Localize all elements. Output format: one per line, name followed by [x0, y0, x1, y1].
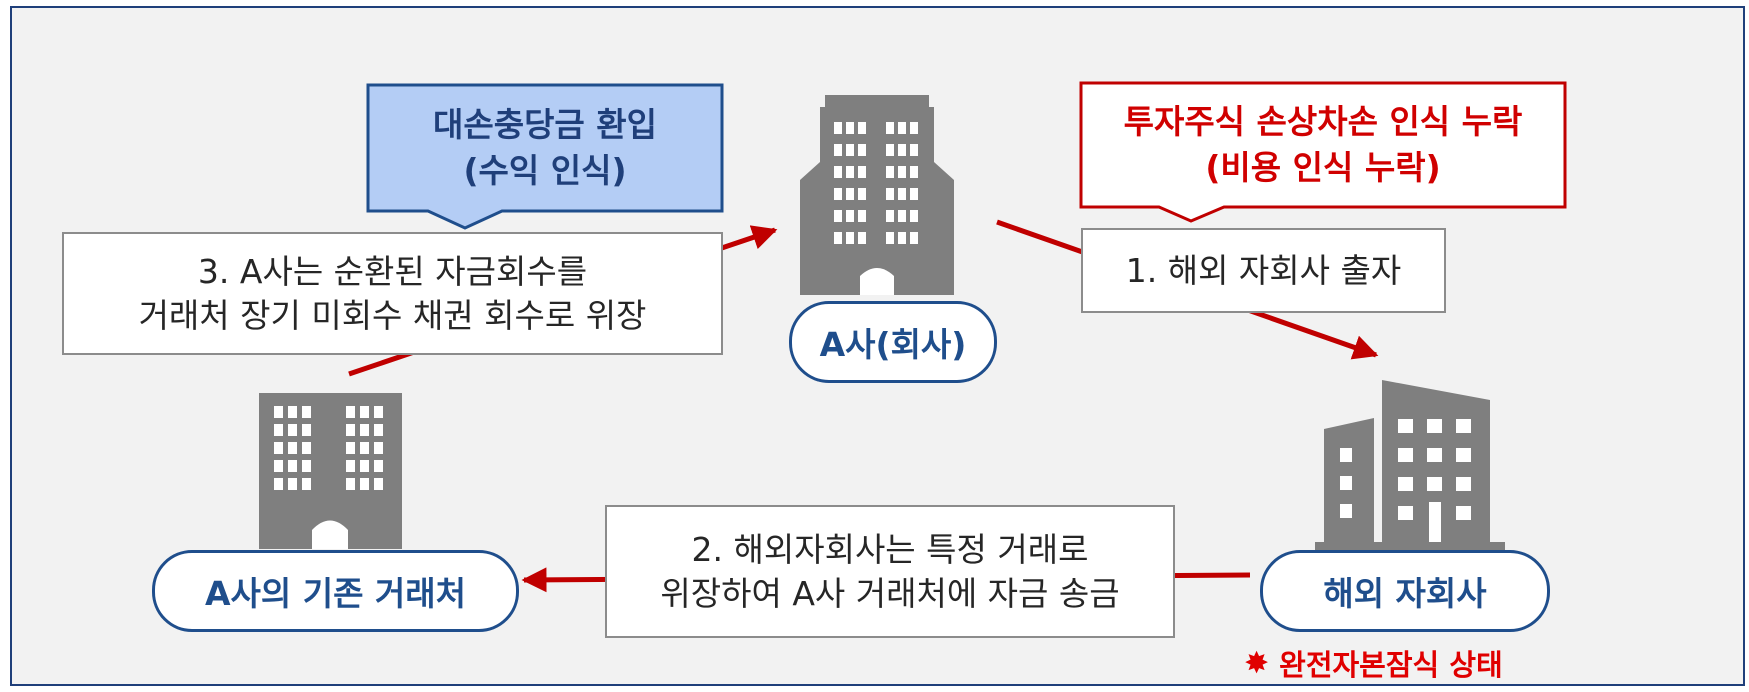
omission-callout-line1: 투자주식 손상차손 인식 누락: [1123, 102, 1523, 141]
omission-callout-shape: [1079, 81, 1567, 223]
revenue-callout-shape: [366, 83, 724, 230]
step1-text: 1. 해외 자회사 출자: [1125, 250, 1402, 290]
omission-callout-line2: (비용 인식 누락): [1205, 148, 1441, 187]
building-icon: [259, 393, 402, 549]
step3-line1: 3. A사는 순환된 자금회수를: [197, 251, 588, 291]
building-icon: [800, 95, 954, 295]
company-label: A사(회사): [789, 301, 997, 383]
callouts-layer: [366, 81, 1567, 230]
revenue-callout: 대손충당금 환입 (수익 인식): [368, 90, 722, 206]
buildings-layer: [259, 95, 1505, 550]
diagram-frame: 대손충당금 환입 (수익 인식) 투자주식 손상차손 인식 누락 (비용 인식 …: [10, 6, 1745, 686]
step3-box: 3. A사는 순환된 자금회수를 거래처 장기 미회수 채권 회수로 위장: [62, 232, 723, 355]
capital-impairment-note: ✸ 완전자본잠식 상태: [1244, 642, 1503, 684]
step2-line2: 위장하여 A사 거래처에 자금 송금: [660, 573, 1120, 613]
starburst-icon: ✸: [1244, 645, 1270, 681]
capital-impairment-text: 완전자본잠식 상태: [1279, 648, 1503, 682]
subsidiary-label-text: 해외 자회사: [1323, 574, 1487, 613]
step3-line2: 거래처 장기 미회수 채권 회수로 위장: [138, 295, 647, 335]
revenue-callout-line2: (수익 인식): [463, 151, 627, 190]
step1-box: 1. 해외 자회사 출자: [1081, 228, 1446, 313]
company-label-text: A사(회사): [819, 325, 967, 364]
step2-line1: 2. 해외자회사는 특정 거래로: [691, 529, 1089, 569]
step2-box: 2. 해외자회사는 특정 거래로 위장하여 A사 거래처에 자금 송금: [605, 505, 1175, 638]
client-label-text: A사의 기존 거래처: [204, 574, 467, 613]
building-icon: [1315, 380, 1505, 550]
subsidiary-label: 해외 자회사: [1260, 550, 1550, 632]
omission-callout: 투자주식 손상차손 인식 누락 (비용 인식 누락): [1081, 88, 1565, 202]
client-label: A사의 기존 거래처: [152, 550, 519, 632]
revenue-callout-line1: 대손충당금 환입: [432, 105, 657, 144]
